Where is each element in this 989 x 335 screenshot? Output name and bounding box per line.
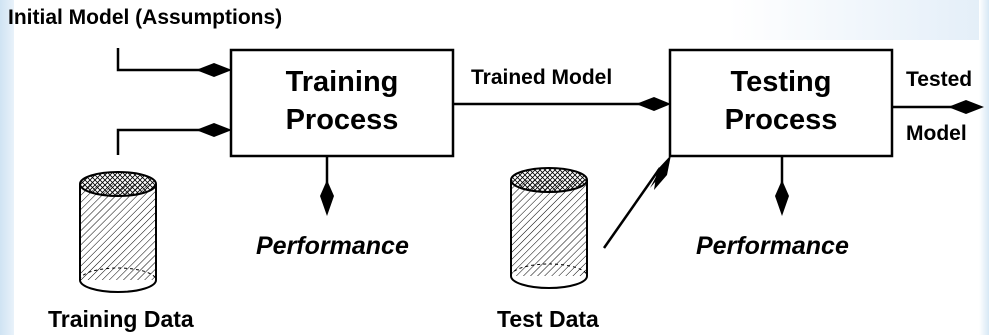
testing-process-label-line1: Testing [730,66,832,98]
performance-left-label: Performance [256,232,409,260]
initial-model-label: Initial Model (Assumptions) [8,6,283,29]
training-performance-arrow [320,156,334,216]
background-right-tint [979,0,989,335]
training-process-box [229,48,455,158]
testing-process-box [668,48,894,158]
testing-process-label-line2: Process [724,104,838,136]
training-data-arrow [116,123,232,155]
training-data-label: Training Data [48,306,194,332]
training-process-label-line2: Process [285,104,399,136]
tested-model-arrow [892,100,984,114]
test-data-cylinder-icon [510,167,588,289]
test-data-arrow [602,155,671,249]
testing-performance-arrow [775,156,789,216]
training-process-label-line1: Training [285,66,399,98]
initial-model-arrow [116,48,232,77]
performance-right-label: Performance [696,232,849,260]
test-data-label: Test Data [497,306,599,332]
trained-model-label: Trained Model [471,66,613,89]
training-data-cylinder-icon [79,171,157,293]
model-label: Model [906,122,967,145]
tested-label: Tested [906,68,973,91]
background-left-tint [0,0,14,335]
background-top-right-tint [729,0,989,40]
trained-model-arrow [453,97,671,111]
